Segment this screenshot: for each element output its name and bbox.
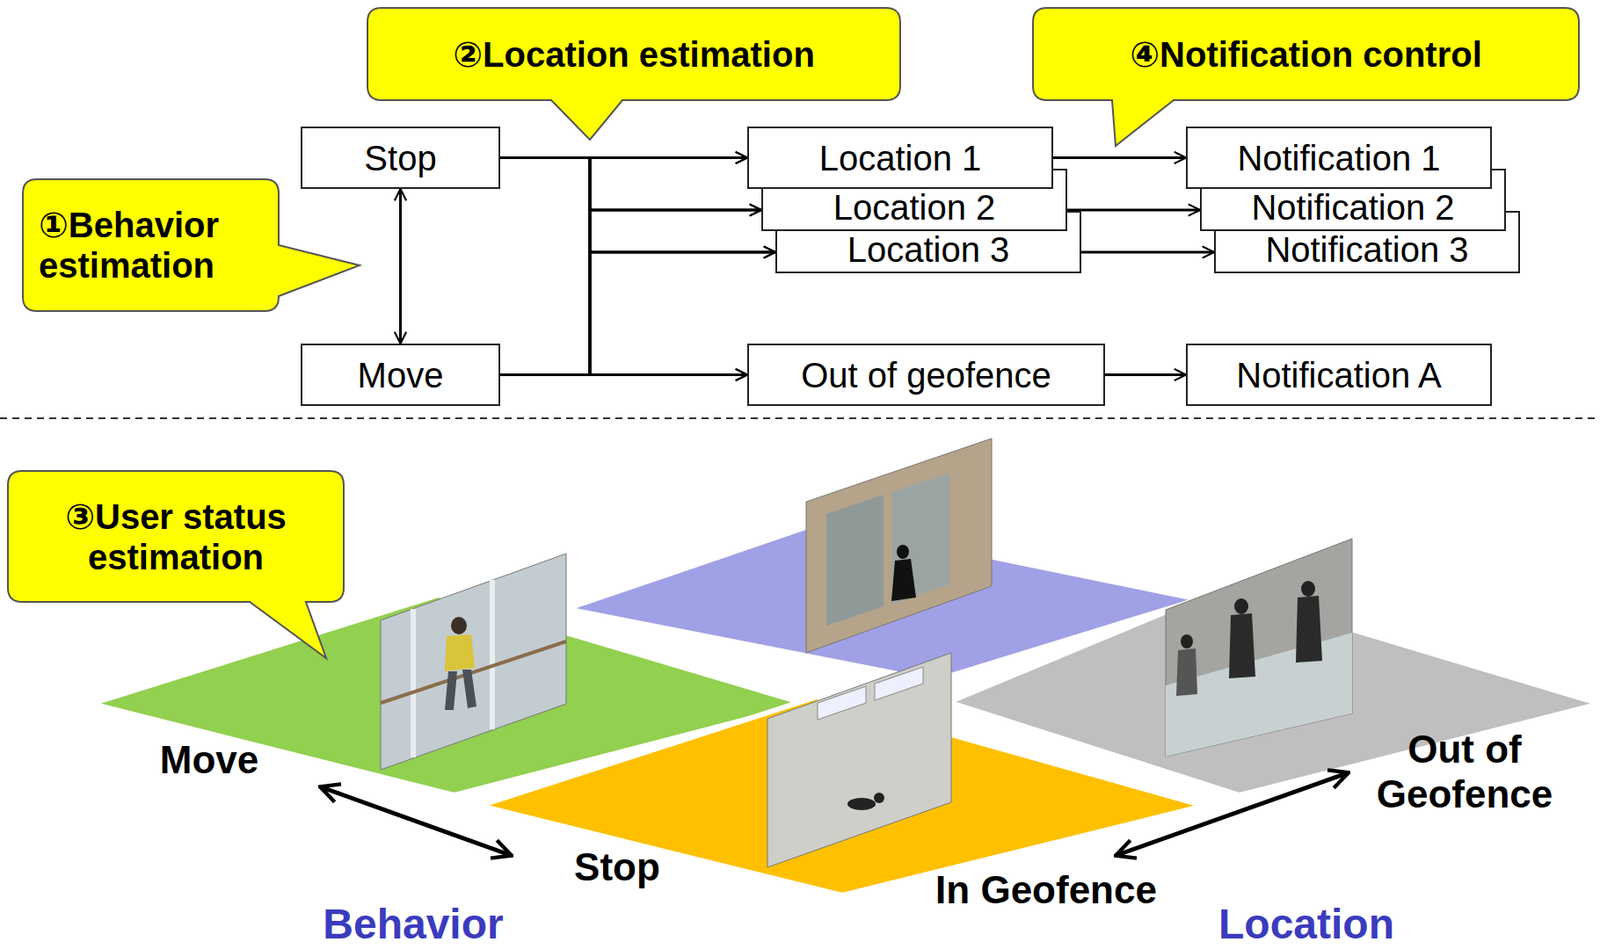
photo-frame (380, 553, 567, 771)
axis-label: Move (160, 738, 259, 784)
photo-person (847, 798, 876, 811)
label-slot: Location (1218, 903, 1395, 946)
connector (1081, 251, 1215, 255)
connector (500, 210, 762, 376)
photo-person (896, 545, 910, 560)
photo-door-glass (892, 472, 950, 604)
node-text: Out of geofence (800, 356, 1052, 394)
node-text: Notification A (1236, 356, 1441, 394)
callout-bubble: ①Behavior estimation (22, 179, 279, 312)
callout-outline (1032, 7, 1579, 146)
photo-group (1165, 538, 1353, 757)
photo-panel (874, 667, 924, 701)
callout-bubble: ④Notification control (1032, 7, 1579, 101)
location-axis-arrow (1117, 773, 1347, 856)
callout-shape (7, 471, 344, 603)
photo-door (806, 438, 992, 654)
separator-line (0, 417, 1600, 420)
node-text: Location 1 (819, 139, 982, 177)
axis-label: Out of Geofence (1359, 727, 1571, 817)
process-box: Move (300, 343, 501, 407)
node-text: Notification 3 (1265, 231, 1469, 269)
photo-frame (767, 653, 952, 868)
connector (1053, 156, 1186, 160)
photo-panel (817, 686, 866, 720)
connector (500, 252, 776, 376)
label-slot: In Geofence (935, 868, 1157, 914)
connector (1067, 209, 1200, 212)
label-slot: Out of Geofence (1359, 727, 1571, 817)
photo-person (891, 559, 917, 602)
photo-window (489, 580, 495, 730)
process-box: Stop (300, 126, 501, 190)
node-text: ③User status estimation (25, 496, 327, 578)
connector (500, 158, 748, 376)
connector (500, 158, 776, 254)
connector (500, 158, 748, 376)
callout-bubble: ③User status estimation (7, 471, 344, 603)
node-text: Notification 1 (1236, 139, 1440, 177)
callout-bubble: ②Location estimation (367, 7, 901, 101)
process-box: Notification 1 (1185, 126, 1492, 190)
photo-person (1295, 596, 1323, 663)
node-text: ①Behavior estimation (38, 204, 260, 286)
node-text: Stop (363, 139, 437, 177)
label-slot: Move (160, 738, 259, 784)
photo-person (1229, 613, 1256, 679)
node-text: Notification 2 (1250, 189, 1455, 226)
connector (1105, 373, 1186, 377)
photo-person (1301, 581, 1316, 597)
node-text: Location 2 (833, 189, 997, 226)
photo-person (1234, 598, 1249, 615)
process-box: Location 1 (747, 126, 1054, 190)
axis-label: Location (1218, 903, 1395, 946)
photo-person (450, 617, 467, 635)
process-box: Notification A (1185, 343, 1492, 407)
photo-person (444, 669, 477, 711)
photo-window (410, 609, 416, 758)
node-text: ④Notification control (1129, 34, 1483, 75)
photo-person (1176, 648, 1198, 697)
axis-label: Behavior (322, 903, 503, 946)
callout-outline (7, 471, 344, 659)
label-slot: Behavior (322, 903, 503, 946)
connector (500, 373, 748, 377)
node-text: ②Location estimation (452, 34, 815, 75)
callout-outline (367, 7, 901, 140)
callout-outline (22, 179, 360, 312)
node-text: Location 3 (847, 231, 1011, 269)
connector (500, 158, 762, 211)
axis-label: Stop (574, 845, 661, 891)
photo-fallen (767, 653, 952, 868)
photo-person (1180, 634, 1193, 649)
photo-frame (1165, 538, 1353, 757)
photo-walking (380, 553, 567, 771)
label-slot: Stop (574, 845, 661, 891)
photo-person (873, 792, 885, 804)
connector (399, 189, 402, 344)
photo-person (444, 634, 475, 672)
node-text: Move (357, 356, 444, 394)
photo-frame (806, 438, 992, 654)
callout-shape (22, 179, 279, 312)
process-box: Out of geofence (747, 343, 1106, 407)
photo-door-glass (826, 494, 884, 626)
axis-label: In Geofence (935, 868, 1157, 914)
behavior-axis-arrow (321, 787, 510, 856)
photo-floor (1165, 632, 1353, 757)
